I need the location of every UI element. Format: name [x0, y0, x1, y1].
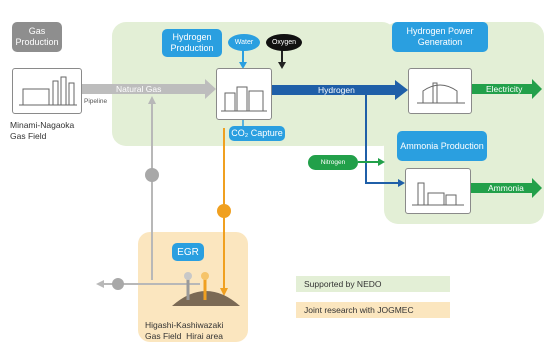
hydrogen-plant-icon: [221, 86, 267, 112]
higashi-kashiwazaki-caption: Higashi-Kashiwazaki Gas Field Hirai area: [145, 320, 224, 341]
hydrogen-power-generation-label: Hydrogen Power Generation: [392, 22, 488, 52]
electricity-arrow: [470, 79, 542, 99]
natural-gas-arrow: [82, 79, 216, 99]
oxygen-pill: Oxygen: [266, 34, 302, 51]
legend-jogmec: Joint research with JOGMEC: [296, 302, 450, 318]
gas-plant-icon: [19, 76, 77, 106]
hydrogen-production-facility: [216, 68, 272, 120]
co2-capture-label: CO₂ Capture: [229, 126, 285, 141]
power-generation-facility: [408, 68, 472, 114]
ammonia-production-facility: [405, 168, 471, 214]
hydrogen-text: Hydrogen: [318, 85, 355, 95]
natural-gas-text: Natural Gas: [116, 84, 162, 94]
ammonia-production-label: Ammonia Production: [397, 131, 487, 161]
power-plant-icon: [417, 82, 465, 104]
legend-nedo: Supported by NEDO: [296, 276, 450, 292]
egr-label: EGR: [172, 243, 204, 261]
hydrogen-branch-line: [365, 95, 400, 184]
water-pill: Water: [228, 34, 260, 51]
ammonia-plant-icon: [412, 182, 464, 206]
gas-production-facility: [12, 68, 82, 114]
pipeline-text: Pipeline: [84, 98, 108, 105]
hydrogen-arrow: [270, 80, 408, 100]
gas-production-label: Gas Production: [12, 22, 62, 52]
ammonia-arrow: [470, 178, 542, 198]
hydrogen-production-label: Hydrogen Production: [162, 29, 222, 57]
minami-nagaoka-caption: Minami-Nagaoka Gas Field: [10, 120, 75, 141]
ammonia-text: Ammonia: [488, 183, 524, 193]
electricity-text: Electricity: [486, 84, 523, 94]
nitrogen-pill: Nitrogen: [308, 155, 358, 170]
